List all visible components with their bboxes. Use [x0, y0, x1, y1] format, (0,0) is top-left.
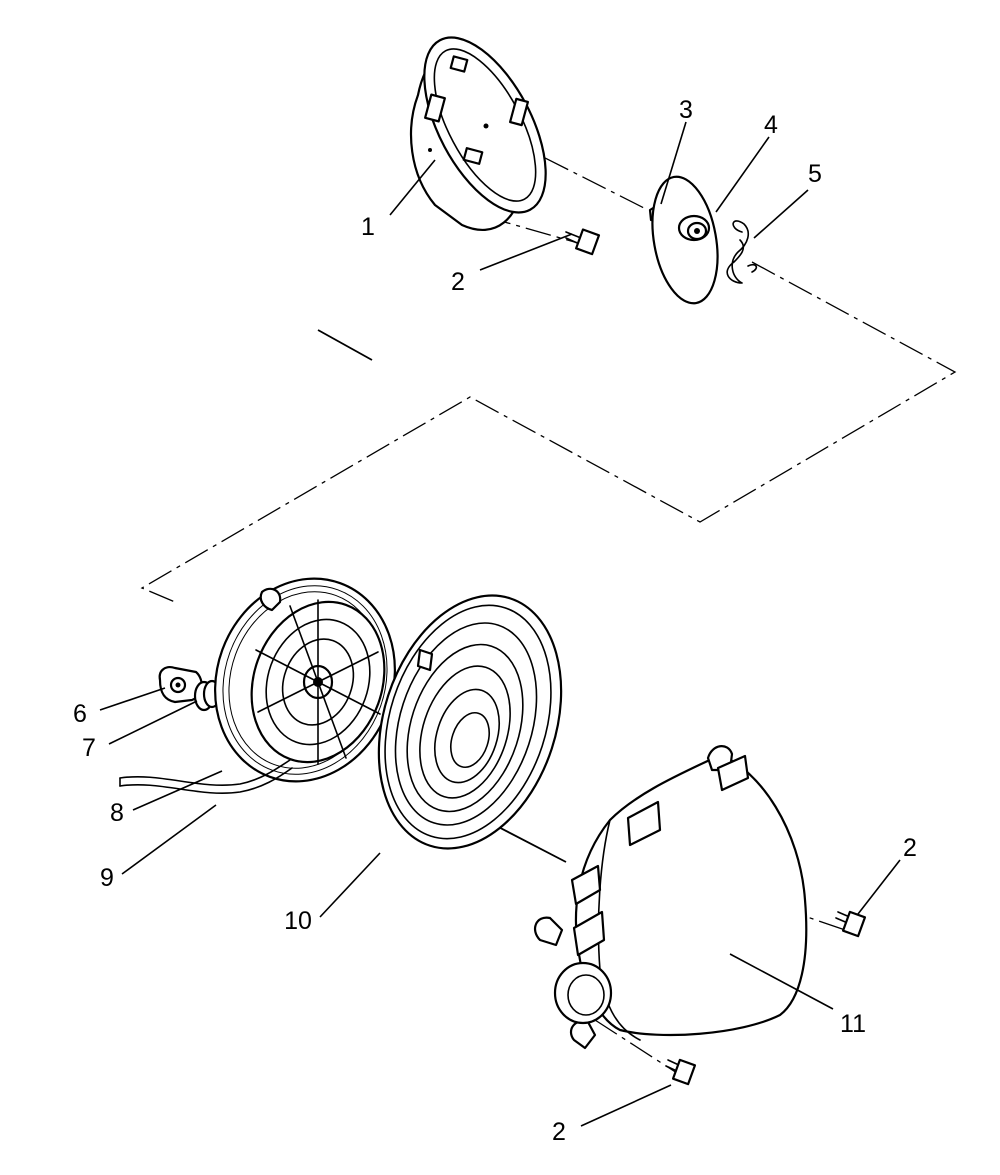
- callout-2-right: 2: [903, 834, 917, 862]
- callout-8: 8: [110, 799, 124, 827]
- leader-lines: [99, 121, 901, 1127]
- callout-7: 7: [82, 734, 96, 762]
- callout-9: 9: [100, 864, 114, 892]
- callout-5: 5: [808, 160, 822, 188]
- part-4-ratchet-plate: [651, 175, 719, 305]
- callout-10: 10: [284, 907, 312, 935]
- part-5-clip-spring: [726, 220, 758, 284]
- callout-2-bottom: 2: [552, 1118, 566, 1146]
- callout-1: 1: [361, 213, 375, 241]
- part-1-pulley-drum: [409, 36, 547, 231]
- part-11-housing-cover: [533, 745, 808, 1050]
- part-2-bolt-top: [565, 228, 601, 256]
- part-2-bolt-right: [835, 910, 867, 938]
- callout-6: 6: [73, 700, 87, 728]
- callout-2-top: 2: [451, 268, 465, 296]
- callout-3: 3: [679, 96, 693, 124]
- part-9-starter-rope: [119, 759, 293, 795]
- part-8-rope-reel: [214, 577, 396, 783]
- callouts: 1 2 3 4 5 6 7 8 9 10 2 11 2: [73, 96, 917, 1146]
- callout-11: 11: [840, 1010, 866, 1038]
- part-2-bolt-bottom: [665, 1058, 697, 1086]
- callout-4: 4: [764, 111, 778, 139]
- part-10-recoil-spring: [377, 594, 563, 850]
- part-6-pawl: [158, 666, 203, 704]
